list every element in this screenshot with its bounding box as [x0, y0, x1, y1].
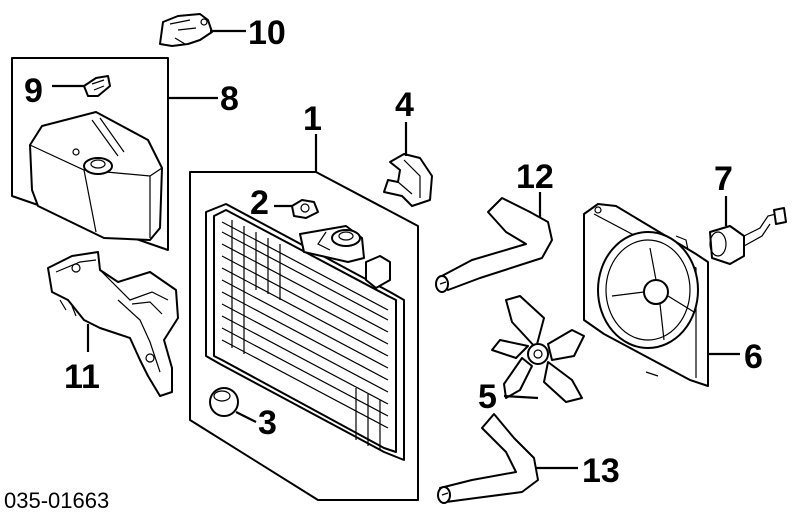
callout-6: 6 — [744, 338, 763, 376]
callout-10: 10 — [248, 14, 286, 52]
callout-4: 4 — [395, 86, 414, 124]
part-13-lower-hose — [437, 413, 539, 504]
part-11-bracket — [47, 251, 179, 397]
part-10-bracket — [159, 13, 213, 47]
callout-8: 8 — [220, 80, 239, 118]
callout-7: 7 — [714, 160, 733, 198]
part-5-fan — [491, 295, 585, 403]
part-7-fan-motor — [709, 207, 787, 265]
part-6-fan-shroud — [583, 203, 709, 387]
callout-11: 11 — [64, 358, 100, 396]
radiator-core — [205, 203, 405, 461]
callout-5: 5 — [478, 378, 497, 416]
reservoir-group-box — [11, 57, 169, 251]
leader-5 — [503, 394, 539, 400]
part-9-reservoir-cap — [83, 75, 111, 97]
callout-13: 13 — [582, 452, 620, 490]
diagram-part-number: 035-01663 — [4, 488, 109, 513]
callout-2: 2 — [250, 184, 269, 222]
callout-1: 1 — [303, 100, 322, 138]
part-12-upper-hose — [435, 197, 553, 293]
callout-9: 9 — [24, 72, 43, 110]
reservoir-tank — [29, 111, 163, 241]
callout-3: 3 — [258, 404, 277, 442]
part-4-bracket — [383, 153, 433, 207]
part-3-cushion — [209, 387, 239, 417]
leader-3 — [235, 411, 257, 423]
callout-12: 12 — [516, 158, 554, 196]
part-2-drain-cock — [291, 199, 319, 219]
